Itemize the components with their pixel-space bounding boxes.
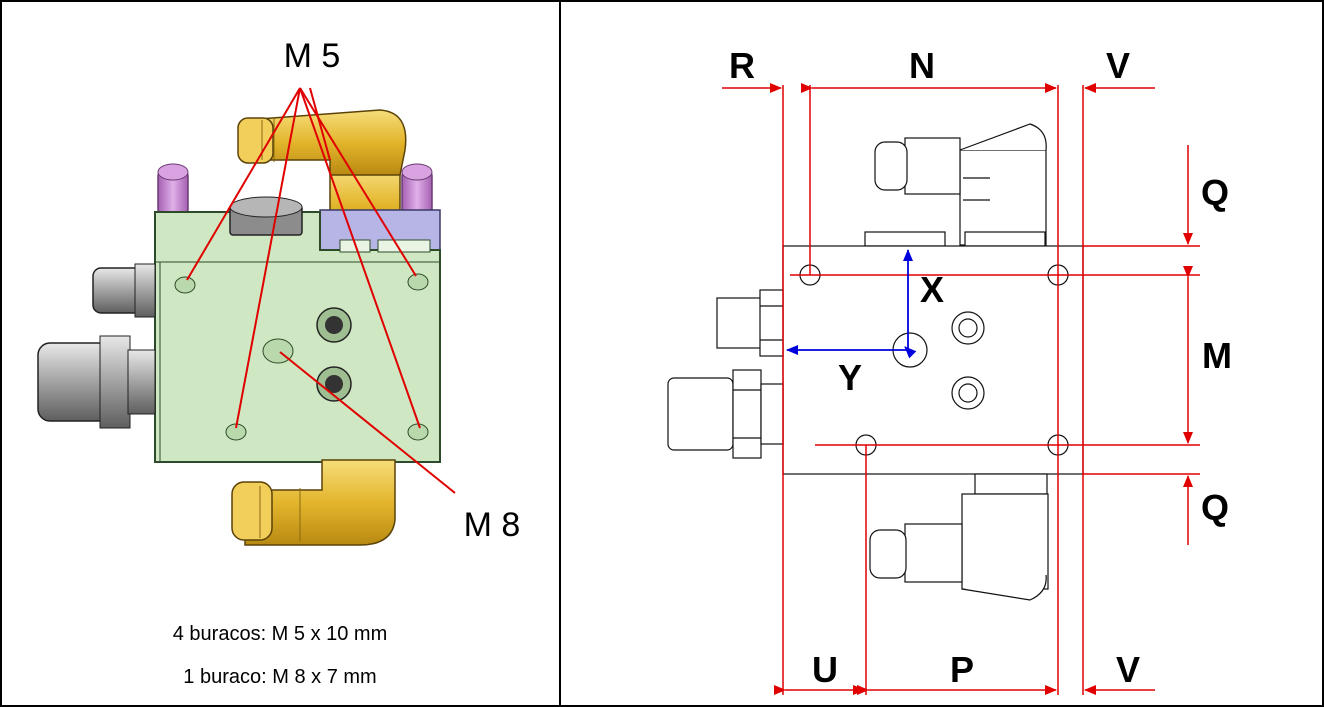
axis-label-x: X bbox=[920, 269, 944, 310]
dim-label-n: N bbox=[909, 45, 935, 86]
origin-axes bbox=[786, 249, 917, 359]
dimension-lines bbox=[722, 83, 1200, 695]
dim-label-v-bottom: V bbox=[1116, 649, 1140, 690]
push-in-fitting bbox=[92, 263, 156, 318]
axis-label-y: Y bbox=[838, 357, 862, 398]
large-connector bbox=[37, 335, 156, 429]
manifold-drawing bbox=[667, 123, 1084, 601]
drawing-socket-screws bbox=[951, 311, 985, 410]
purple-plug-left bbox=[157, 163, 189, 216]
manifold-block bbox=[154, 211, 441, 463]
m8-callout: M 8 bbox=[464, 506, 521, 544]
dim-label-r: R bbox=[729, 45, 755, 86]
socket-screws bbox=[316, 307, 352, 402]
dim-label-q-top: Q bbox=[1201, 172, 1229, 213]
m5-leader-lines bbox=[186, 87, 421, 429]
m5-holes bbox=[174, 273, 429, 441]
drawing-push-fitting bbox=[716, 289, 784, 357]
drawing-top-fitting bbox=[874, 123, 1047, 247]
drawing-top-plug bbox=[864, 231, 946, 247]
dim-label-u: U bbox=[812, 649, 838, 690]
note-m5-holes: 4 buracos: M 5 x 10 mm bbox=[172, 623, 388, 645]
purple-plug-right bbox=[401, 163, 433, 216]
dim-label-m: M bbox=[1202, 335, 1232, 376]
drawing-connector bbox=[667, 369, 784, 459]
manifold-render bbox=[37, 109, 441, 546]
note-m8-hole: 1 buraco: M 8 x 7 mm bbox=[183, 666, 377, 688]
hex-plug bbox=[229, 196, 303, 236]
drawing-bottom-fitting bbox=[869, 473, 1049, 601]
dim-label-p: P bbox=[950, 649, 974, 690]
drawing-block bbox=[782, 245, 1084, 475]
bottom-elbow-fitting bbox=[231, 459, 396, 546]
m5-callout: M 5 bbox=[284, 37, 341, 75]
dim-label-q-bottom: Q bbox=[1201, 487, 1229, 528]
dim-label-v-top: V bbox=[1106, 45, 1130, 86]
m8-leader-line bbox=[279, 351, 456, 494]
